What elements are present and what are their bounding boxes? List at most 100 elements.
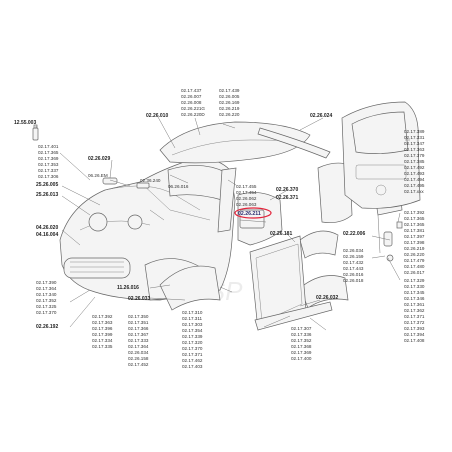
part-label: 02.26.018 [343,278,364,283]
part-label: 02.17.347 [404,141,425,146]
part-label: 02.17.381 [404,228,425,233]
part-label: 02.17.439 [219,88,240,93]
part-label: 02.26.159 [343,254,364,259]
part-label: 02.26.024 [310,113,332,119]
part-label: 02.17.362 [404,308,425,313]
part-label: 02.17.363 [404,147,425,152]
part-label: 02.17.310 [182,310,203,315]
part-label: 02.17.307 [291,326,312,331]
body-side-part [237,192,283,246]
part-label: 04.26.020 [36,225,58,231]
part-label: 02.17.303 [182,322,203,327]
part-label: 02.17.393 [404,326,425,331]
part-label: 02.17.306 [38,174,59,179]
pillar-part [217,167,237,233]
part-label: 02.17.365 [404,216,425,221]
part-label: 02.17.495 [404,183,425,188]
part-label: 02.17.345 [404,290,425,295]
part-label: 02.26.220 [219,112,240,117]
part-label: 02.17.325 [36,304,57,309]
part-label: 02.26.192 [36,324,58,330]
part-label: 02.17.335 [92,344,113,349]
part-label: 02.17.454 [236,190,257,195]
part-label: 02.26.008 [181,100,202,105]
part-label: 02.17.336 [291,332,312,337]
part-label: 02.17.379 [404,153,425,158]
highlighted-part-ref[interactable]: 02.26.211 [234,207,272,219]
part-label: 02.17.479 [404,258,425,263]
part-label: 02.17.455 [236,184,257,189]
part-label: 02.17.432 [343,260,364,265]
part-label: 02.17.394 [404,332,425,337]
part-label: 02.26.034 [128,350,149,355]
part-label: 02.17.353 [38,162,59,167]
part-label: 02.17.339 [182,334,203,339]
part-label: 02.17.352 [291,338,312,343]
sill-strip-part [254,301,333,331]
part-label: 02.17.370 [36,310,57,315]
part-label: 02.17.400 [291,356,312,361]
part-label: 04.16.004 [36,232,58,238]
part-label: 02.26.032 [316,295,338,301]
part-label: 02.26.007 [181,94,202,99]
part-number-labels: 12.55.003 02.17.401 02.17.365 02.17.369 … [14,88,425,369]
part-label: 02.17.372 [404,320,425,325]
part-label: 02.26.062 [236,196,257,201]
part-label: 02.17.443 [343,266,364,271]
part-label: 25.26.013 [36,192,58,198]
tailgate-part [341,101,421,209]
part-label: 02.17.320 [182,340,203,345]
part-label: 02.17.368 [291,344,312,349]
part-label: 02.26.010 [146,113,168,119]
part-label: 02.26.029 [88,156,110,162]
small-rear-parts [383,221,403,262]
part-label: 02.17.361 [404,302,425,307]
part-label: 02.26.158 [128,356,149,361]
part-label: 02.17.369 [291,350,312,355]
part-label: 02.17.366 [128,326,149,331]
part-label: 06.26.EM [88,173,108,178]
part-label: 02.17.389 [404,129,425,134]
part-label: 02.17.462 [182,358,203,363]
part-label: 02.17.351 [128,320,149,325]
part-label: 02.17.390 [36,280,57,285]
part-label: 02.17.340 [36,292,57,297]
part-label: 02.26.219 [219,106,240,111]
part-label: 02.17.396 [92,326,113,331]
part-label: 02.17.333 [128,338,149,343]
part-label: 02.17.401 [38,144,59,149]
part-label: 02.17.452 [128,362,149,367]
part-label: 02.26.005 [219,94,240,99]
part-label: 25.26.005 [36,182,58,188]
part-label: 02.26.034 [343,248,364,253]
part-label: 02.17.364 [128,344,149,349]
part-label: 02.17.408 [404,338,425,343]
leader-lines [35,116,410,331]
small-tube-part [32,124,39,141]
part-label: 02.26.169 [219,100,240,105]
part-label: 02.17.330 [404,284,425,289]
part-label: 02.36.240 [140,178,161,183]
part-label: 02.26.016 [343,272,364,277]
part-label: 02.17.367 [128,332,149,337]
part-label: 02.17.354 [182,328,203,333]
part-label: 02.17.398 [404,240,425,245]
part-label: 02.17.xxx [404,189,424,194]
part-label: 02.17.311 [182,316,203,321]
part-label: 02.26.371 [276,195,298,201]
part-label: 02.26.181 [270,231,292,237]
part-label: 02.17.370 [182,346,203,351]
part-label: 02.17.480 [404,264,425,269]
part-label: 02.17.397 [404,234,425,239]
part-label: 02.17.492 [404,165,425,170]
part-label: 02.17.369 [38,156,59,161]
part-label: 02.17.331 [404,135,425,140]
part-label: 02.17.437 [181,88,202,93]
part-label: 02.17.385 [404,159,425,164]
part-label: 02.17.363 [92,320,113,325]
part-label: 02.26.219 [404,246,425,251]
part-label: 02.17.365 [404,222,425,227]
roof-strip-part [257,127,331,159]
part-label: 02.17.364 [36,286,57,291]
